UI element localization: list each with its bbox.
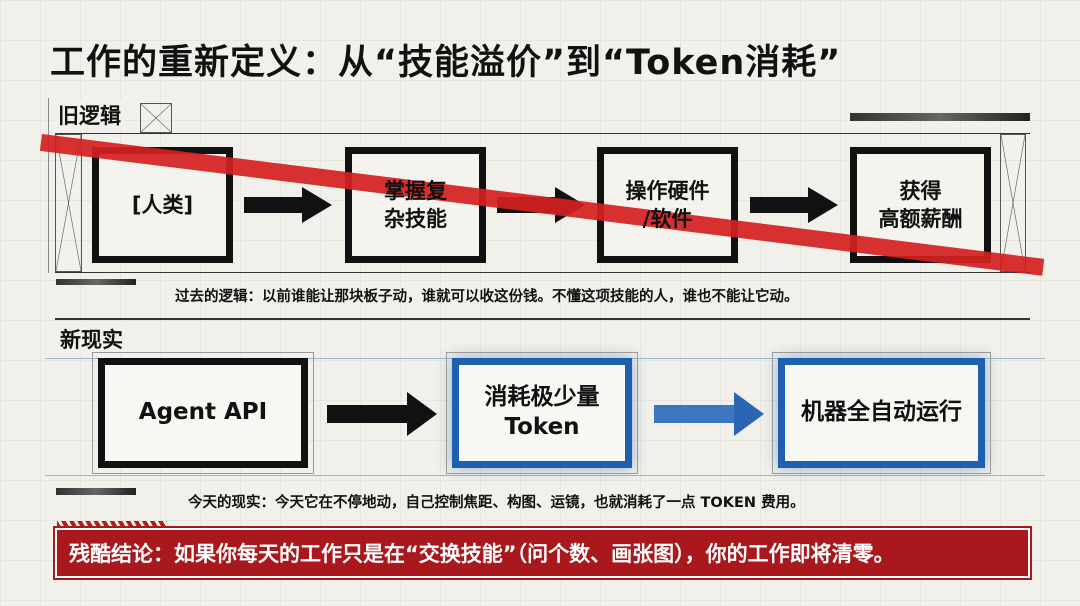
new-step-automation: 机器全自动运行 — [772, 352, 991, 474]
new-step-token: 消耗极少量 Token — [446, 352, 638, 474]
new-reality-label: 新现实 — [56, 324, 127, 354]
divider — [55, 272, 1030, 273]
arrow-right-icon — [327, 392, 437, 436]
old-step-salary: 获得 高额薪酬 — [878, 178, 963, 231]
page-title: 工作的重新定义：从“技能溢价”到“Token消耗” — [50, 43, 842, 83]
old-step-operate-box: 操作硬件 /软件 — [597, 147, 738, 263]
decor-bar — [56, 488, 136, 495]
section-divider — [55, 318, 1030, 320]
placeholder-cross-icon — [1000, 134, 1026, 272]
arrow-right-icon — [244, 187, 332, 223]
decor-bar — [56, 279, 136, 285]
old-logic-label: 旧逻辑 — [54, 100, 125, 130]
old-step-skills-box: 掌握复 杂技能 — [345, 147, 486, 263]
old-step-human: [人类] — [131, 192, 194, 217]
conclusion-banner: 残酷结论：如果你每天的工作只是在“交换技能”（问个数、画张图），你的工作即将清零… — [53, 526, 1032, 580]
old-step-operate: 操作硬件 /软件 — [625, 178, 710, 231]
new-step-agent-api: Agent API — [92, 352, 314, 474]
arrow-right-icon — [654, 392, 764, 436]
placeholder-cross-icon — [55, 134, 82, 272]
old-step-skills: 掌握复 杂技能 — [384, 178, 447, 231]
old-logic-caption: 过去的逻辑：以前谁能让那块板子动，谁就可以收这份钱。不懂这项技能的人，谁也不能让… — [175, 289, 799, 305]
arrow-right-icon — [750, 187, 838, 223]
new-reality-caption: 今天的现实：今天它在不停地动，自己控制焦距、构图、运镜，也就消耗了一点 TOKE… — [188, 495, 805, 511]
conclusion-text: 残酷结论：如果你每天的工作只是在“交换技能”（问个数、画张图），你的工作即将清零… — [69, 542, 895, 566]
divider — [55, 133, 1030, 134]
decor-bar — [850, 113, 1030, 121]
placeholder-cross-icon — [140, 103, 172, 133]
divider — [48, 98, 49, 273]
decor-stripes — [57, 521, 167, 528]
guide-line — [45, 475, 1045, 476]
